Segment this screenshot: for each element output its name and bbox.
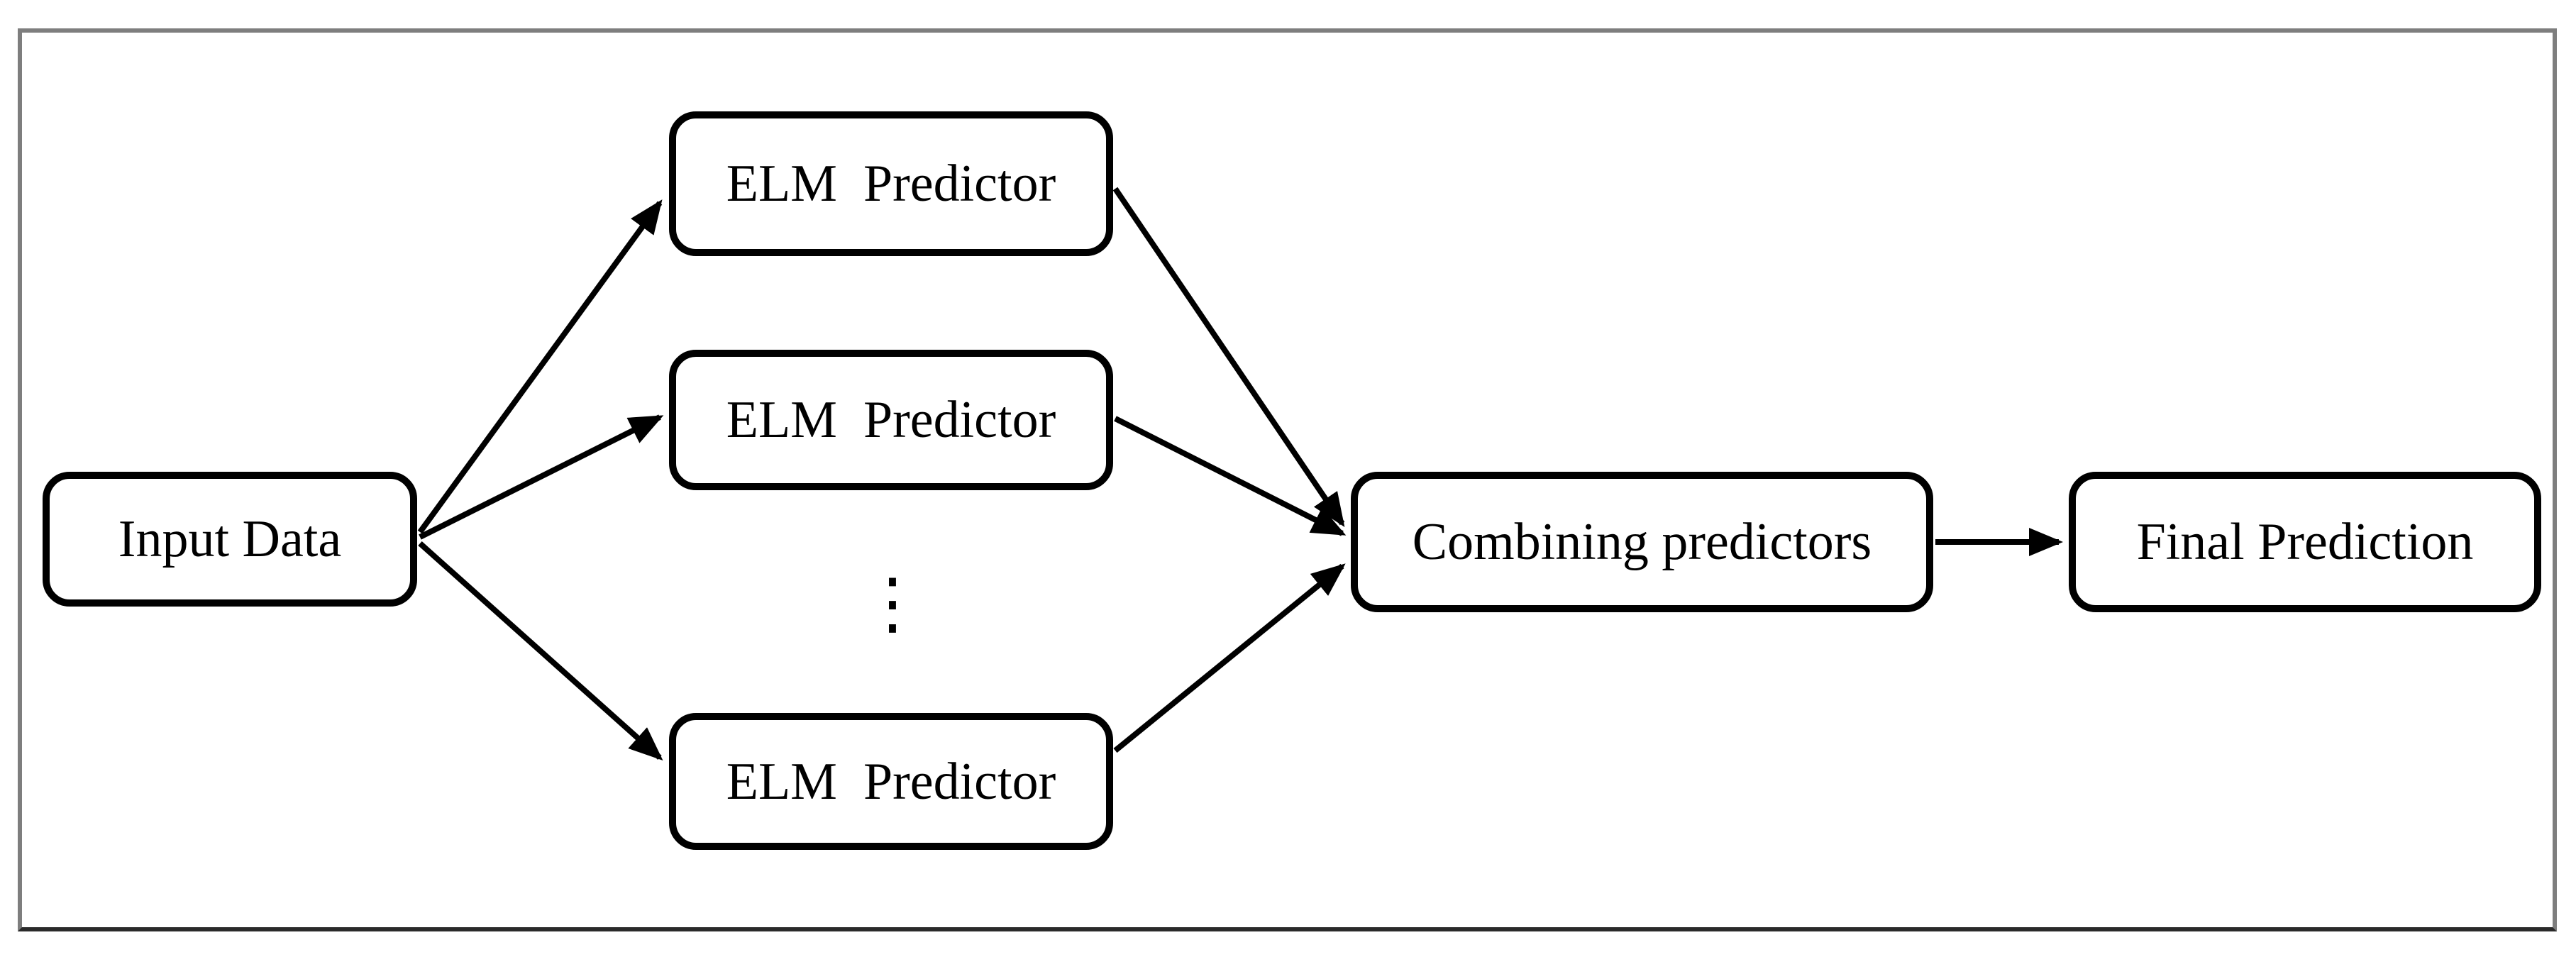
edge-elm1-to-combining (1112, 187, 1345, 527)
node-elm-predictor-1: ELM Predictor (669, 111, 1113, 256)
edge-elm2-to-combining (1114, 416, 1347, 536)
node-input-data: Input Data (43, 472, 417, 607)
edge-input-to-elm3 (418, 541, 663, 760)
node-elm-predictor-3: ELM Predictor (669, 713, 1113, 850)
vertical-ellipsis-glyph: ⋮ (858, 563, 927, 643)
vertical-ellipsis: ⋮ (858, 564, 927, 642)
node-combining-predictors-label: Combining predictors (1412, 513, 1872, 571)
edge-input-to-elm2 (419, 414, 664, 540)
node-elm-predictor-2: ELM Predictor (669, 350, 1113, 490)
node-final-prediction-label: Final Prediction (2136, 513, 2474, 571)
node-final-prediction: Final Prediction (2069, 472, 2541, 612)
node-elm-predictor-1-label: ELM Predictor (726, 155, 1056, 213)
node-elm-predictor-2-label: ELM Predictor (726, 391, 1056, 449)
node-combining-predictors: Combining predictors (1351, 472, 1933, 612)
outer-frame (18, 28, 2557, 931)
edge-input-to-elm1 (417, 199, 663, 534)
edge-elm3-to-combining (1113, 563, 1346, 753)
node-input-data-label: Input Data (118, 510, 342, 568)
node-elm-predictor-3-label: ELM Predictor (726, 752, 1056, 811)
